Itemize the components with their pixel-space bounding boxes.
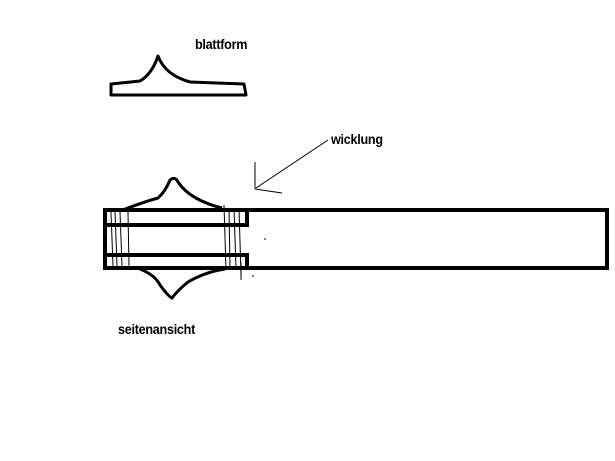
leaf-shape-drawing	[109, 54, 248, 97]
winding-lines	[110, 204, 242, 280]
stray-marks	[252, 238, 266, 277]
main-rod	[103, 208, 609, 270]
winding-label: wicklung	[331, 131, 383, 147]
side-view-drawing	[103, 139, 609, 300]
leaf-shape-label: blattform	[195, 36, 248, 52]
lower-leaf-outline	[139, 267, 226, 300]
pointer-arrow	[254, 139, 329, 194]
upper-strip	[103, 208, 249, 227]
upper-leaf-outline	[124, 176, 223, 211]
side-view-label: seitenansicht	[118, 321, 196, 337]
lower-strip	[103, 253, 249, 270]
